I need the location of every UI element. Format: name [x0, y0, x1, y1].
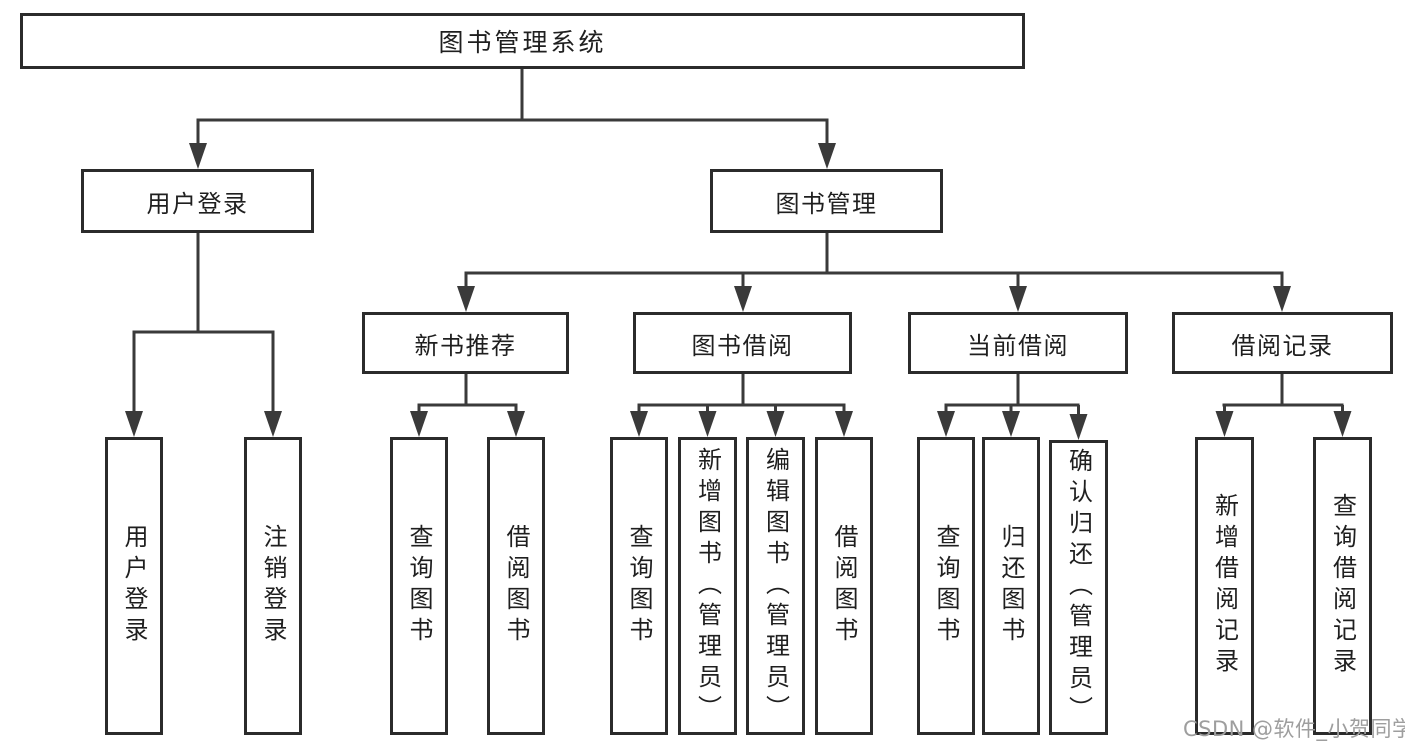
leaf-query-borrow-record: 查询借阅记录 [1313, 437, 1372, 735]
leaf-borrow-books-borrow: 借阅图书 [815, 437, 873, 735]
leaf-edit-book-admin-label: 编辑图书（管理员） [761, 446, 790, 726]
leaf-user-login: 用户登录 [105, 437, 163, 735]
leaf-add-book-admin-label: 新增图书（管理员） [693, 446, 722, 726]
leaf-logout: 注销登录 [244, 437, 302, 735]
node-borrow-records-label: 借阅记录 [1231, 331, 1334, 360]
node-borrow-records: 借阅记录 [1172, 312, 1393, 374]
node-current-borrow: 当前借阅 [908, 312, 1128, 374]
leaf-query-books-recommend-label: 查询图书 [405, 524, 433, 648]
leaf-borrow-books-recommend-label: 借阅图书 [502, 524, 530, 648]
node-book-management-label: 图书管理 [775, 189, 878, 218]
leaf-return-book: 归还图书 [982, 437, 1040, 735]
node-new-book-recommend: 新书推荐 [362, 312, 569, 374]
node-user-login: 用户登录 [81, 169, 314, 233]
node-root: 图书管理系统 [20, 13, 1025, 69]
leaf-add-borrow-record-label: 新增借阅记录 [1210, 493, 1239, 679]
node-new-book-recommend-label: 新书推荐 [414, 331, 517, 360]
node-book-management: 图书管理 [710, 169, 943, 233]
node-book-borrow-label: 图书借阅 [691, 331, 794, 360]
leaf-add-book-admin: 新增图书（管理员） [678, 437, 737, 735]
leaf-borrow-books-recommend: 借阅图书 [487, 437, 545, 735]
leaf-borrow-books-borrow-label: 借阅图书 [830, 524, 858, 648]
leaf-query-borrow-record-label: 查询借阅记录 [1328, 493, 1357, 679]
leaf-logout-label: 注销登录 [259, 524, 287, 648]
leaf-query-books-current: 查询图书 [917, 437, 975, 735]
leaf-confirm-return-admin: 确认归还（管理员） [1049, 440, 1108, 735]
node-current-borrow-label: 当前借阅 [967, 331, 1069, 360]
leaf-confirm-return-admin-label: 确认归还（管理员） [1064, 448, 1093, 727]
node-root-label: 图书管理系统 [438, 28, 607, 57]
node-user-login-label: 用户登录 [146, 189, 249, 218]
leaf-add-borrow-record: 新增借阅记录 [1195, 437, 1254, 735]
node-book-borrow: 图书借阅 [633, 312, 852, 374]
leaf-query-books-borrow: 查询图书 [610, 437, 668, 735]
leaf-user-login-label: 用户登录 [120, 524, 148, 648]
watermark: CSDN @软件_小贺同学 [1183, 717, 1405, 741]
leaf-return-book-label: 归还图书 [997, 524, 1025, 648]
leaf-edit-book-admin: 编辑图书（管理员） [746, 437, 805, 735]
leaf-query-books-recommend: 查询图书 [390, 437, 448, 735]
leaf-query-books-current-label: 查询图书 [932, 524, 960, 648]
leaf-query-books-borrow-label: 查询图书 [625, 524, 653, 648]
